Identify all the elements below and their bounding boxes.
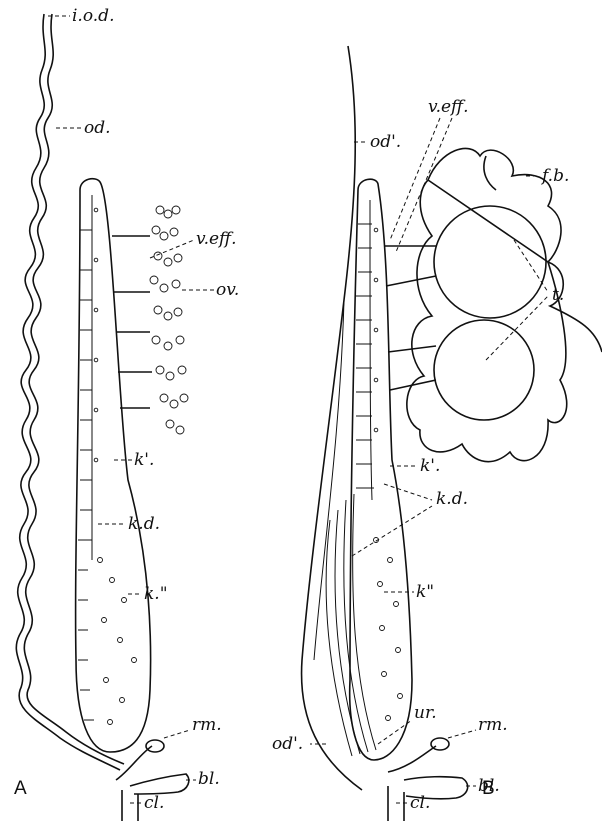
label-k2-a: k." bbox=[144, 584, 168, 604]
panel-letter-b: B bbox=[482, 778, 495, 799]
label-t: t. bbox=[552, 285, 564, 305]
label-veff-b: v.eff. bbox=[428, 97, 469, 117]
rectum-b bbox=[388, 746, 436, 772]
label-ov: ov. bbox=[216, 280, 239, 300]
label-od1-b: od'. bbox=[370, 132, 401, 152]
label-iod: i.o.d. bbox=[72, 6, 114, 26]
label-rm-a: rm. bbox=[192, 715, 222, 735]
label-kd-a: k.d. bbox=[128, 514, 160, 534]
panel-b-drawing bbox=[302, 46, 602, 821]
testis-lower bbox=[434, 320, 534, 420]
fat-body bbox=[407, 148, 602, 461]
label-k1-b: k'. bbox=[420, 456, 440, 476]
ova-cluster bbox=[150, 206, 188, 434]
label-cl-a: cl. bbox=[144, 793, 164, 813]
label-bl-a: bl. bbox=[198, 769, 220, 789]
panel-letter-a: A bbox=[14, 778, 27, 799]
label-k1-a: k'. bbox=[134, 450, 154, 470]
label-ur: ur. bbox=[414, 703, 437, 723]
label-fb: f.b. bbox=[540, 166, 569, 186]
label-kd-b: k.d. bbox=[436, 489, 468, 509]
label-od: od. bbox=[84, 118, 111, 138]
label-od2-b: od'. bbox=[272, 734, 303, 754]
label-rm-b: rm. bbox=[478, 715, 508, 735]
label-veff-a: v.eff. bbox=[196, 229, 237, 249]
kidney-dots-a bbox=[94, 208, 136, 724]
label-cl-b: cl. bbox=[410, 793, 430, 813]
bladder-a bbox=[130, 774, 189, 794]
label-k2-b: k" bbox=[416, 582, 434, 602]
